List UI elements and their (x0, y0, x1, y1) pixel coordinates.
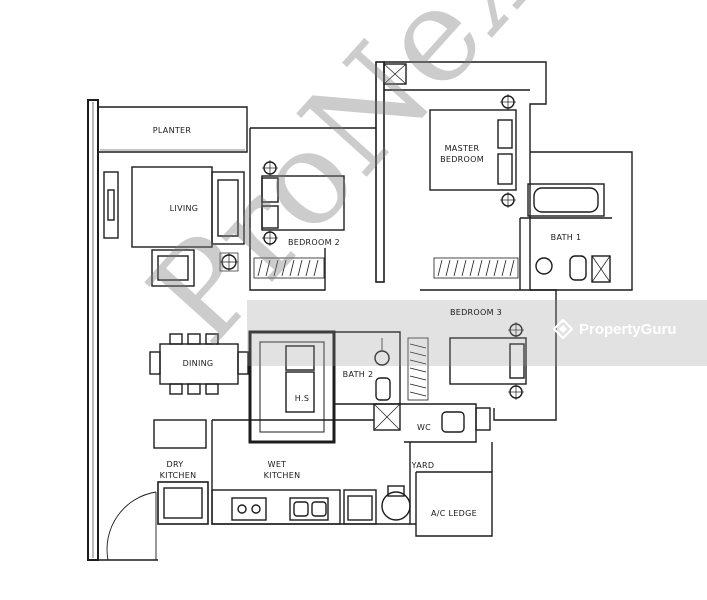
label-yard: YARD (411, 461, 435, 470)
label-master-line2: BEDROOM (440, 155, 484, 164)
label-hs: H.S (294, 394, 310, 403)
label-master-line1: MASTER (444, 144, 480, 153)
central-column (375, 61, 407, 283)
brand-band (247, 300, 707, 366)
living-room (103, 166, 245, 287)
planter-area (98, 106, 248, 153)
bath-1 (519, 151, 633, 291)
label-living: LIVING (169, 204, 199, 213)
label-bedroom-2: BEDROOM 2 (287, 238, 341, 247)
label-wc: WC (416, 423, 432, 432)
label-bath-2: BATH 2 (342, 370, 374, 379)
brand-logo: PropertyGuru (552, 318, 677, 340)
bedroom-3 (407, 289, 557, 421)
label-wet-line2: KITCHEN (263, 471, 301, 480)
bath-2 (334, 331, 401, 405)
ac-ledge (415, 442, 493, 537)
label-dry-line2: KITCHEN (159, 471, 197, 480)
label-wet-line1: WET (267, 460, 287, 469)
master-bedroom (384, 61, 547, 291)
label-planter: PLANTER (152, 126, 192, 135)
dining-area (149, 333, 249, 395)
label-ac-ledge: A/C LEDGE (431, 509, 477, 518)
label-bath-1: BATH 1 (550, 233, 582, 242)
yard (381, 442, 416, 525)
wc (373, 403, 491, 443)
brand-name: PropertyGuru (579, 320, 677, 338)
label-dining: DINING (182, 359, 214, 368)
wet-kitchen (211, 419, 410, 525)
label-dry-line1: DRY (166, 460, 184, 469)
west-wall (87, 99, 99, 561)
dry-kitchen (98, 419, 209, 561)
label-bedroom-3: BEDROOM 3 (449, 308, 503, 317)
bedroom-2 (249, 127, 376, 291)
house-icon (552, 318, 574, 340)
household-shelter (248, 330, 336, 444)
